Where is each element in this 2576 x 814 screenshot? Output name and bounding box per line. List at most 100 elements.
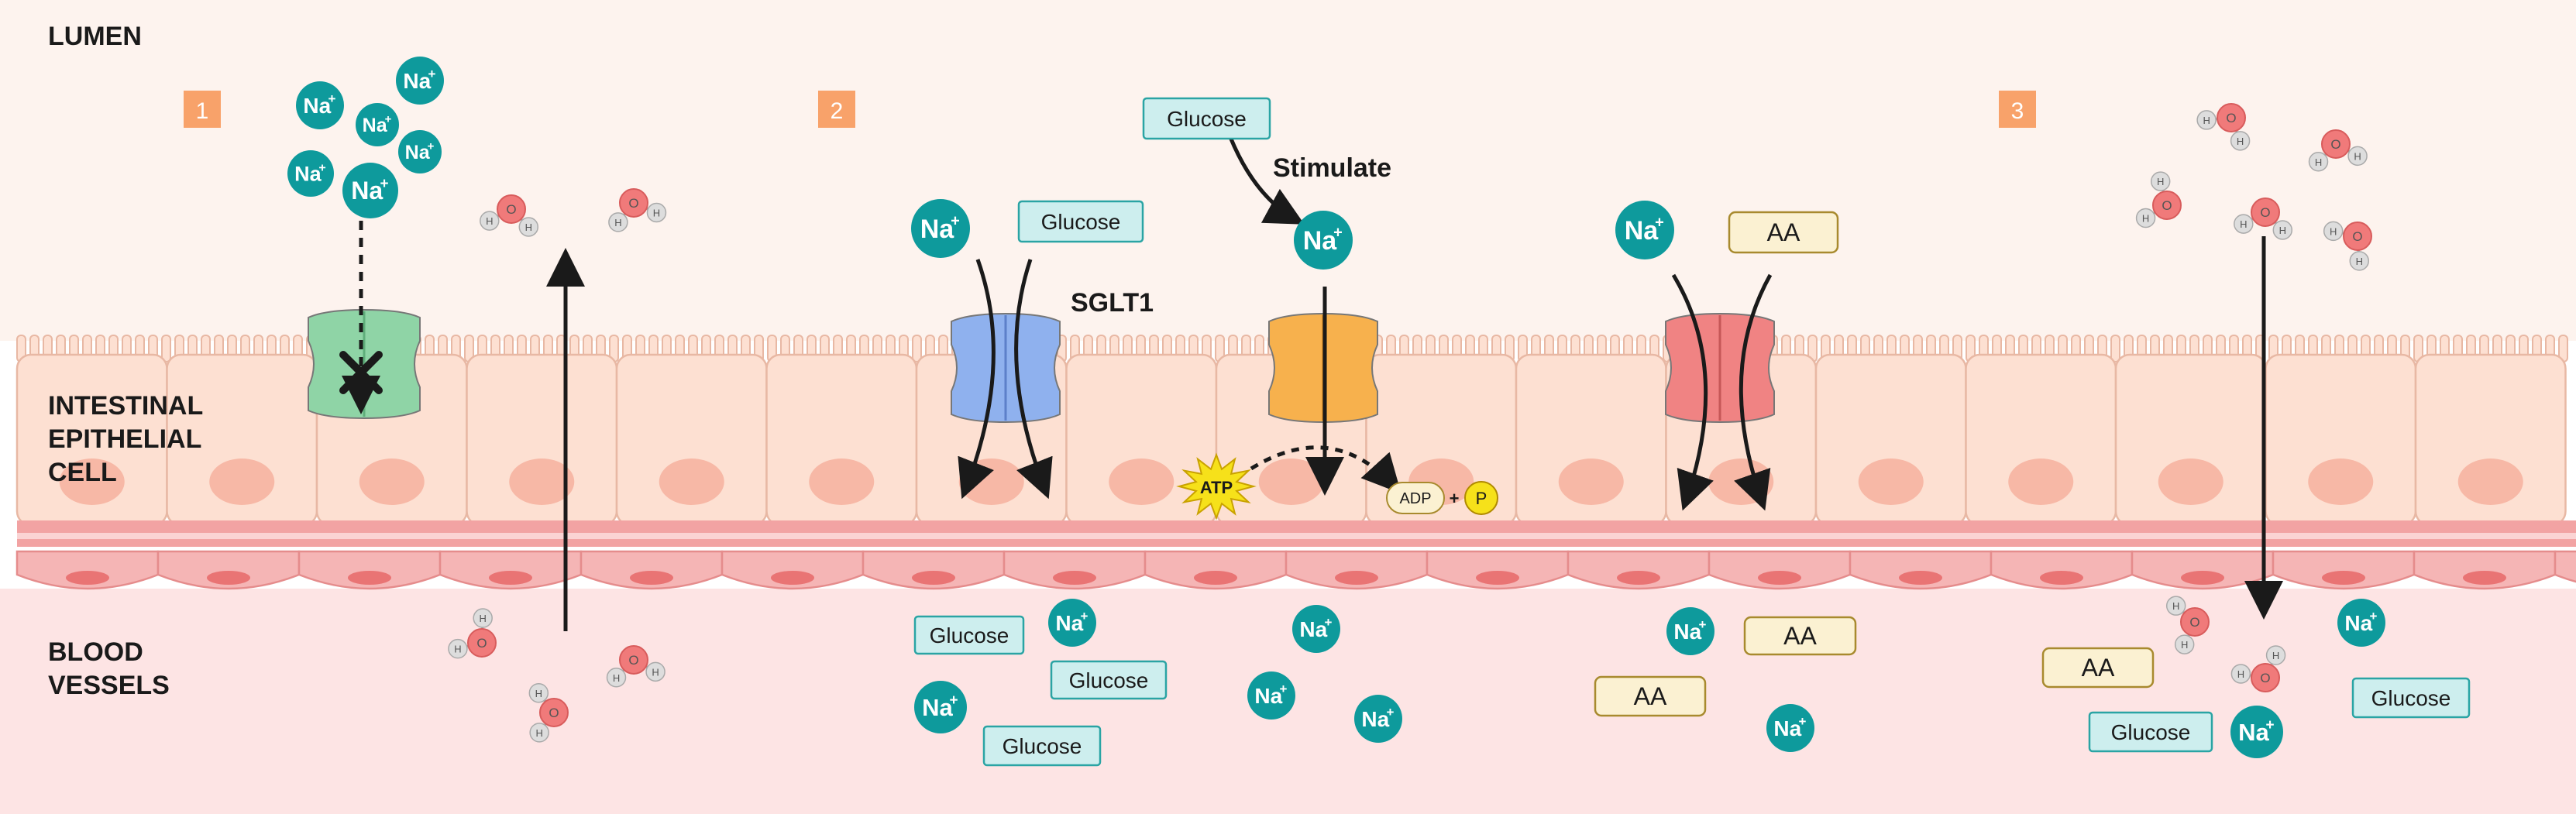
svg-text:+: +	[2370, 609, 2378, 623]
endothelial-nucleus	[2181, 571, 2224, 585]
aa-arrow-aa	[1734, 273, 1773, 511]
endothelial-cell	[297, 550, 442, 590]
svg-text:Glucose: Glucose	[930, 623, 1009, 647]
stimulate-label: Stimulate	[1273, 153, 1391, 183]
svg-text:Na: Na	[405, 142, 431, 163]
glucose-box: Glucose	[1050, 660, 1168, 700]
aa-box: AA	[1728, 211, 1839, 254]
water-molecule: HHO	[448, 608, 497, 659]
svg-text:H: H	[614, 217, 621, 228]
svg-text:H: H	[2237, 668, 2244, 680]
phosphate-label: P	[1476, 489, 1487, 508]
svg-text:H: H	[653, 207, 660, 218]
sodium-ion: Na+	[1048, 599, 1096, 647]
svg-text:O: O	[2260, 205, 2270, 220]
svg-text:Na: Na	[1254, 684, 1282, 708]
svg-text:Na: Na	[1299, 617, 1327, 641]
svg-text:Na: Na	[1773, 716, 1801, 740]
svg-text:+: +	[385, 113, 392, 126]
blocked-x-icon	[339, 351, 383, 394]
svg-text:AA: AA	[1783, 622, 1817, 650]
endothelial-nucleus	[2322, 571, 2365, 585]
sodium-ion: Na+	[2230, 706, 2283, 758]
svg-text:AA: AA	[2082, 654, 2115, 682]
arrows	[342, 136, 2283, 631]
endothelial-nucleus	[1758, 571, 1801, 585]
atp-label: ATP	[1200, 478, 1233, 497]
cell-nucleus	[1258, 459, 1324, 505]
svg-text:Na: Na	[294, 162, 322, 185]
glucose-boxes: GlucoseGlucoseGlucoseGlucoseGlucoseGluco…	[913, 97, 2471, 767]
step-badge-2: 2	[818, 91, 855, 128]
sodium-ion: Na+	[1615, 201, 1674, 259]
basement-membrane	[17, 520, 2576, 547]
aa-arrow-na	[1671, 273, 1714, 511]
sodium-ion: Na+	[287, 150, 334, 197]
svg-text:H: H	[2157, 176, 2164, 187]
svg-text:+: +	[949, 692, 958, 709]
step-badge-3: 3	[1999, 91, 2036, 128]
endothelial-cell	[1990, 550, 2134, 590]
svg-text:O: O	[2162, 198, 2172, 213]
sodium-ion: Na+	[1666, 607, 1714, 655]
endothelial-cell	[156, 550, 301, 590]
cell-nucleus	[209, 459, 275, 505]
cell-nucleus	[1858, 459, 1924, 505]
svg-text:O: O	[2226, 111, 2236, 125]
cell-nucleus	[2308, 459, 2374, 505]
sodium-ion: Na+	[342, 163, 398, 218]
endothelial-nucleus	[1194, 571, 1237, 585]
svg-text:O: O	[506, 202, 516, 217]
sodium-ion: Na+	[1247, 671, 1295, 720]
svg-text:O: O	[2260, 671, 2270, 685]
svg-text:Na: Na	[1673, 620, 1701, 644]
endothelial-cell	[1003, 550, 1147, 590]
sglt1-arrow-glucose	[1014, 259, 1053, 500]
svg-text:AA: AA	[1634, 682, 1667, 710]
svg-text:Na: Na	[1361, 707, 1389, 731]
water-molecule: HHO	[2234, 197, 2293, 240]
svg-text:O: O	[549, 706, 559, 720]
cell-nucleus	[2158, 459, 2223, 505]
sodium-ion: Na+	[296, 81, 344, 129]
svg-text:H: H	[2181, 639, 2188, 651]
glucose-box: Glucose	[2351, 677, 2471, 719]
svg-text:+: +	[328, 91, 336, 106]
stimulate-arrow	[1228, 136, 1305, 225]
endothelial-nucleus	[348, 571, 391, 585]
endothelial-cell	[1567, 550, 1711, 590]
svg-text:Na: Na	[2238, 719, 2269, 746]
svg-text:Na: Na	[1625, 216, 1659, 246]
water-molecule: HHO	[2165, 596, 2210, 654]
endothelial-nucleus	[1335, 571, 1378, 585]
svg-text:H: H	[2237, 136, 2244, 147]
aa-box: AA	[1743, 616, 1857, 656]
svg-text:+: +	[1799, 714, 1807, 729]
endothelial-cell	[1426, 550, 1570, 590]
cell-nucleus	[359, 459, 425, 505]
sglt1-transporter	[951, 312, 1061, 424]
cell-nucleus	[2457, 459, 2523, 505]
svg-text:H: H	[2142, 212, 2149, 224]
endothelial-nucleus	[2040, 571, 2083, 585]
svg-text:+: +	[1333, 225, 1343, 242]
svg-text:H: H	[2279, 225, 2286, 236]
cell-nucleus	[2008, 459, 2074, 505]
svg-text:H: H	[2330, 225, 2337, 237]
atp-burst: ATP	[1176, 452, 1257, 520]
endothelial-nucleus	[1617, 571, 1660, 585]
svg-text:+: +	[1655, 215, 1664, 232]
sodium-ion: Na+	[396, 57, 444, 105]
svg-text:AA: AA	[1767, 218, 1800, 246]
endothelial-nucleus	[912, 571, 955, 585]
glucose-box: Glucose	[982, 725, 1102, 767]
endothelial-cell	[580, 550, 724, 590]
svg-text:O: O	[2352, 229, 2362, 244]
endothelial-nucleus	[2463, 571, 2506, 585]
svg-text:Na: Na	[351, 177, 383, 204]
svg-text:H: H	[2172, 600, 2179, 612]
endothelial-cell	[2272, 550, 2416, 590]
endothelial-cell	[1849, 550, 1993, 590]
